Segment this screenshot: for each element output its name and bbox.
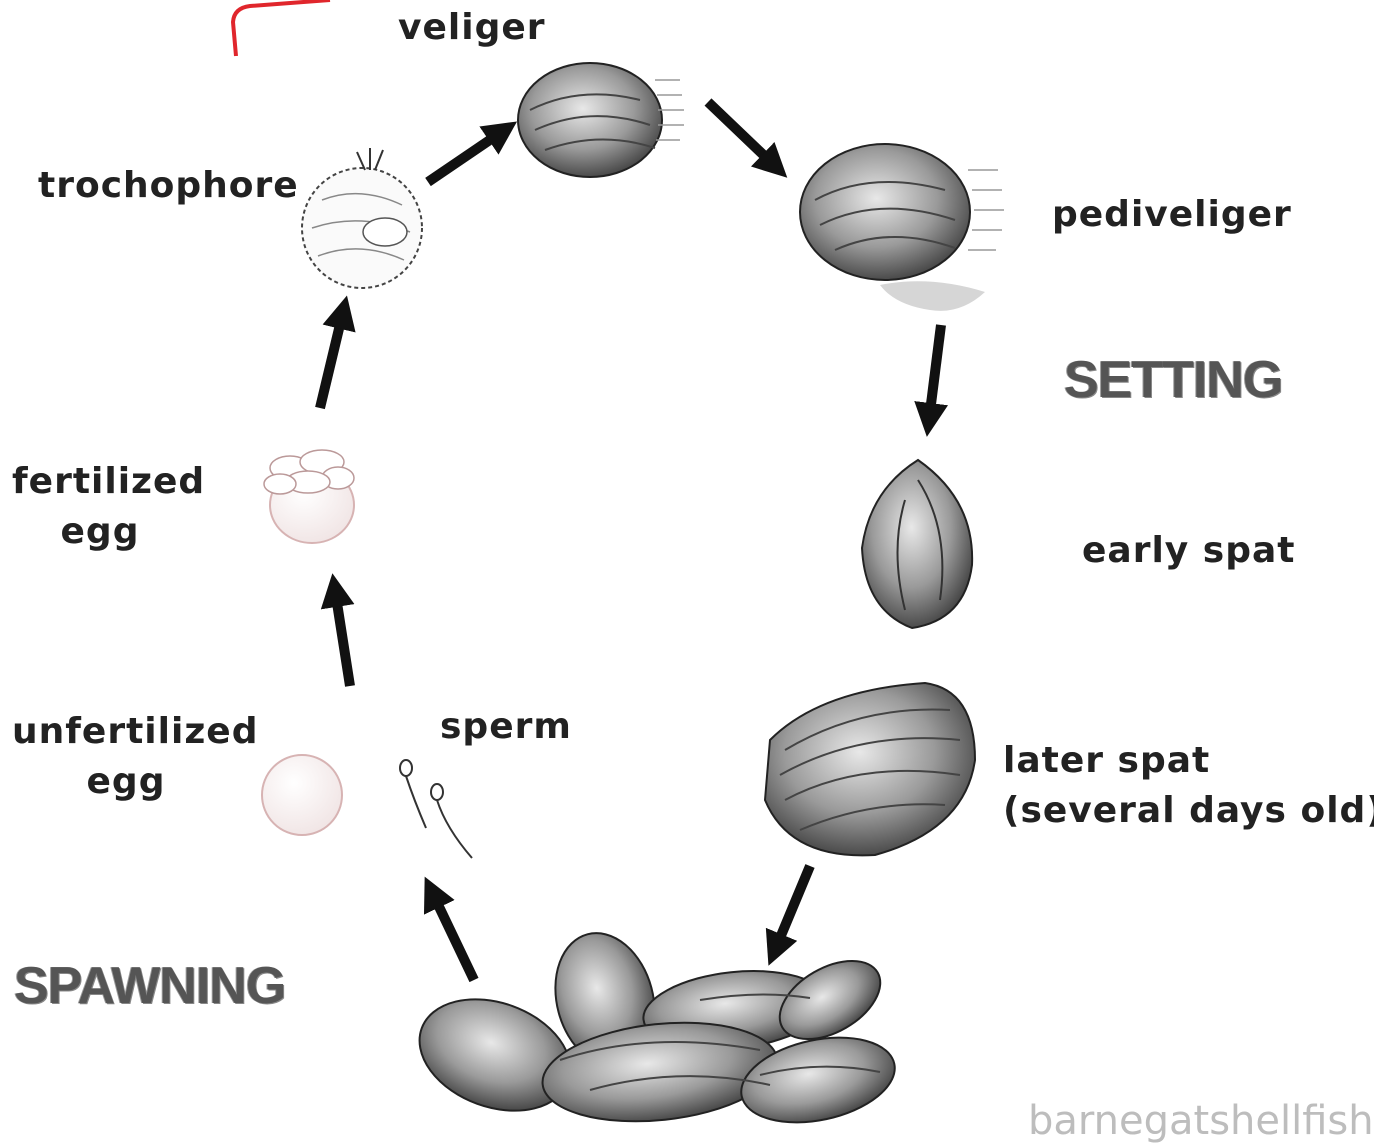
label-pediveliger: pediveliger xyxy=(1052,190,1292,240)
label-setting: SETTING xyxy=(1064,350,1282,410)
arrow-adults-to-gametes xyxy=(432,892,474,980)
label-spawning: SPAWNING xyxy=(14,956,285,1016)
red-annotation-mark xyxy=(233,0,330,56)
adult-oysters-cluster xyxy=(404,922,903,1135)
label-sperm: sperm xyxy=(440,702,572,752)
arrow-fertilized-egg-to-trochophore xyxy=(320,312,343,408)
label-unfertilized-egg: unfertilized egg xyxy=(12,707,240,807)
trochophore-larva xyxy=(302,148,422,288)
fertilized-egg-figure xyxy=(264,450,354,543)
arrow-veliger-to-pediveliger xyxy=(708,102,775,166)
veliger-larva xyxy=(518,63,684,177)
arrow-later-spat-to-adults xyxy=(775,866,810,950)
sperm-figure xyxy=(400,760,472,858)
label-veliger: veliger xyxy=(398,3,546,53)
pediveliger-larva xyxy=(800,144,1004,311)
label-trochophore: trochophore xyxy=(38,161,299,211)
arrow-trochophore-to-veliger xyxy=(428,131,503,182)
label-later-spat: later spat (several days old) xyxy=(1003,736,1374,836)
arrow-pediveliger-to-early-spat xyxy=(929,325,941,420)
later-spat-figure xyxy=(765,683,975,855)
unfertilized-egg-figure xyxy=(262,755,342,835)
early-spat-figure xyxy=(862,460,972,628)
label-early-spat: early spat xyxy=(1082,526,1296,576)
label-fertilized-egg: fertilized egg xyxy=(12,457,188,557)
arrow-unfertilized-egg-to-fertilized-egg xyxy=(335,590,350,686)
watermark: barnegatshellfish.o xyxy=(1028,1098,1374,1144)
